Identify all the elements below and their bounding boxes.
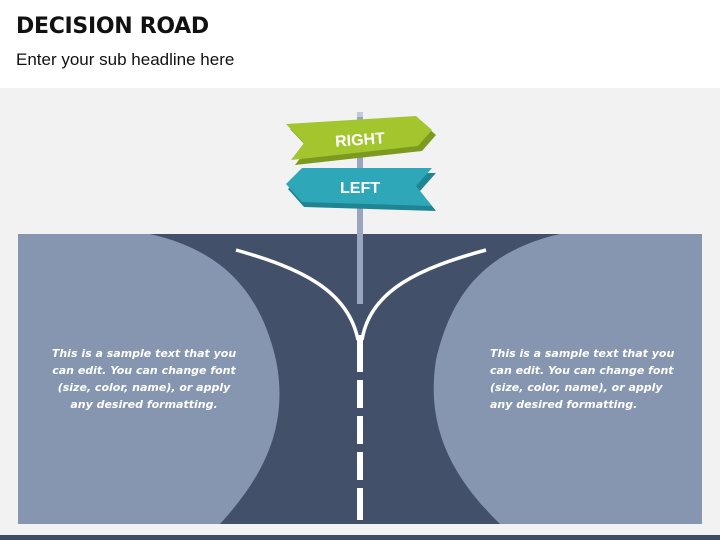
road xyxy=(150,234,560,524)
right-panel-text: This is a sample text that you can edit.… xyxy=(490,347,675,411)
road-dash xyxy=(357,416,363,444)
left-panel-text: This is a sample text that you can edit.… xyxy=(51,347,237,411)
road-dash xyxy=(357,488,363,520)
page-subtitle: Enter your sub headline here xyxy=(16,50,235,69)
bottom-bar xyxy=(0,535,720,540)
left-sign xyxy=(286,168,432,206)
road-dash xyxy=(357,380,363,408)
right-sign xyxy=(286,116,432,160)
road-left-branch-line xyxy=(235,248,360,341)
left-sign-label: LEFT xyxy=(340,180,380,197)
page-title: DECISION ROAD xyxy=(16,14,209,39)
road-dash xyxy=(357,452,363,480)
right-sign-label: RIGHT xyxy=(335,130,386,150)
sign-pole-cap xyxy=(357,112,363,117)
road-right-branch-line xyxy=(360,248,487,341)
